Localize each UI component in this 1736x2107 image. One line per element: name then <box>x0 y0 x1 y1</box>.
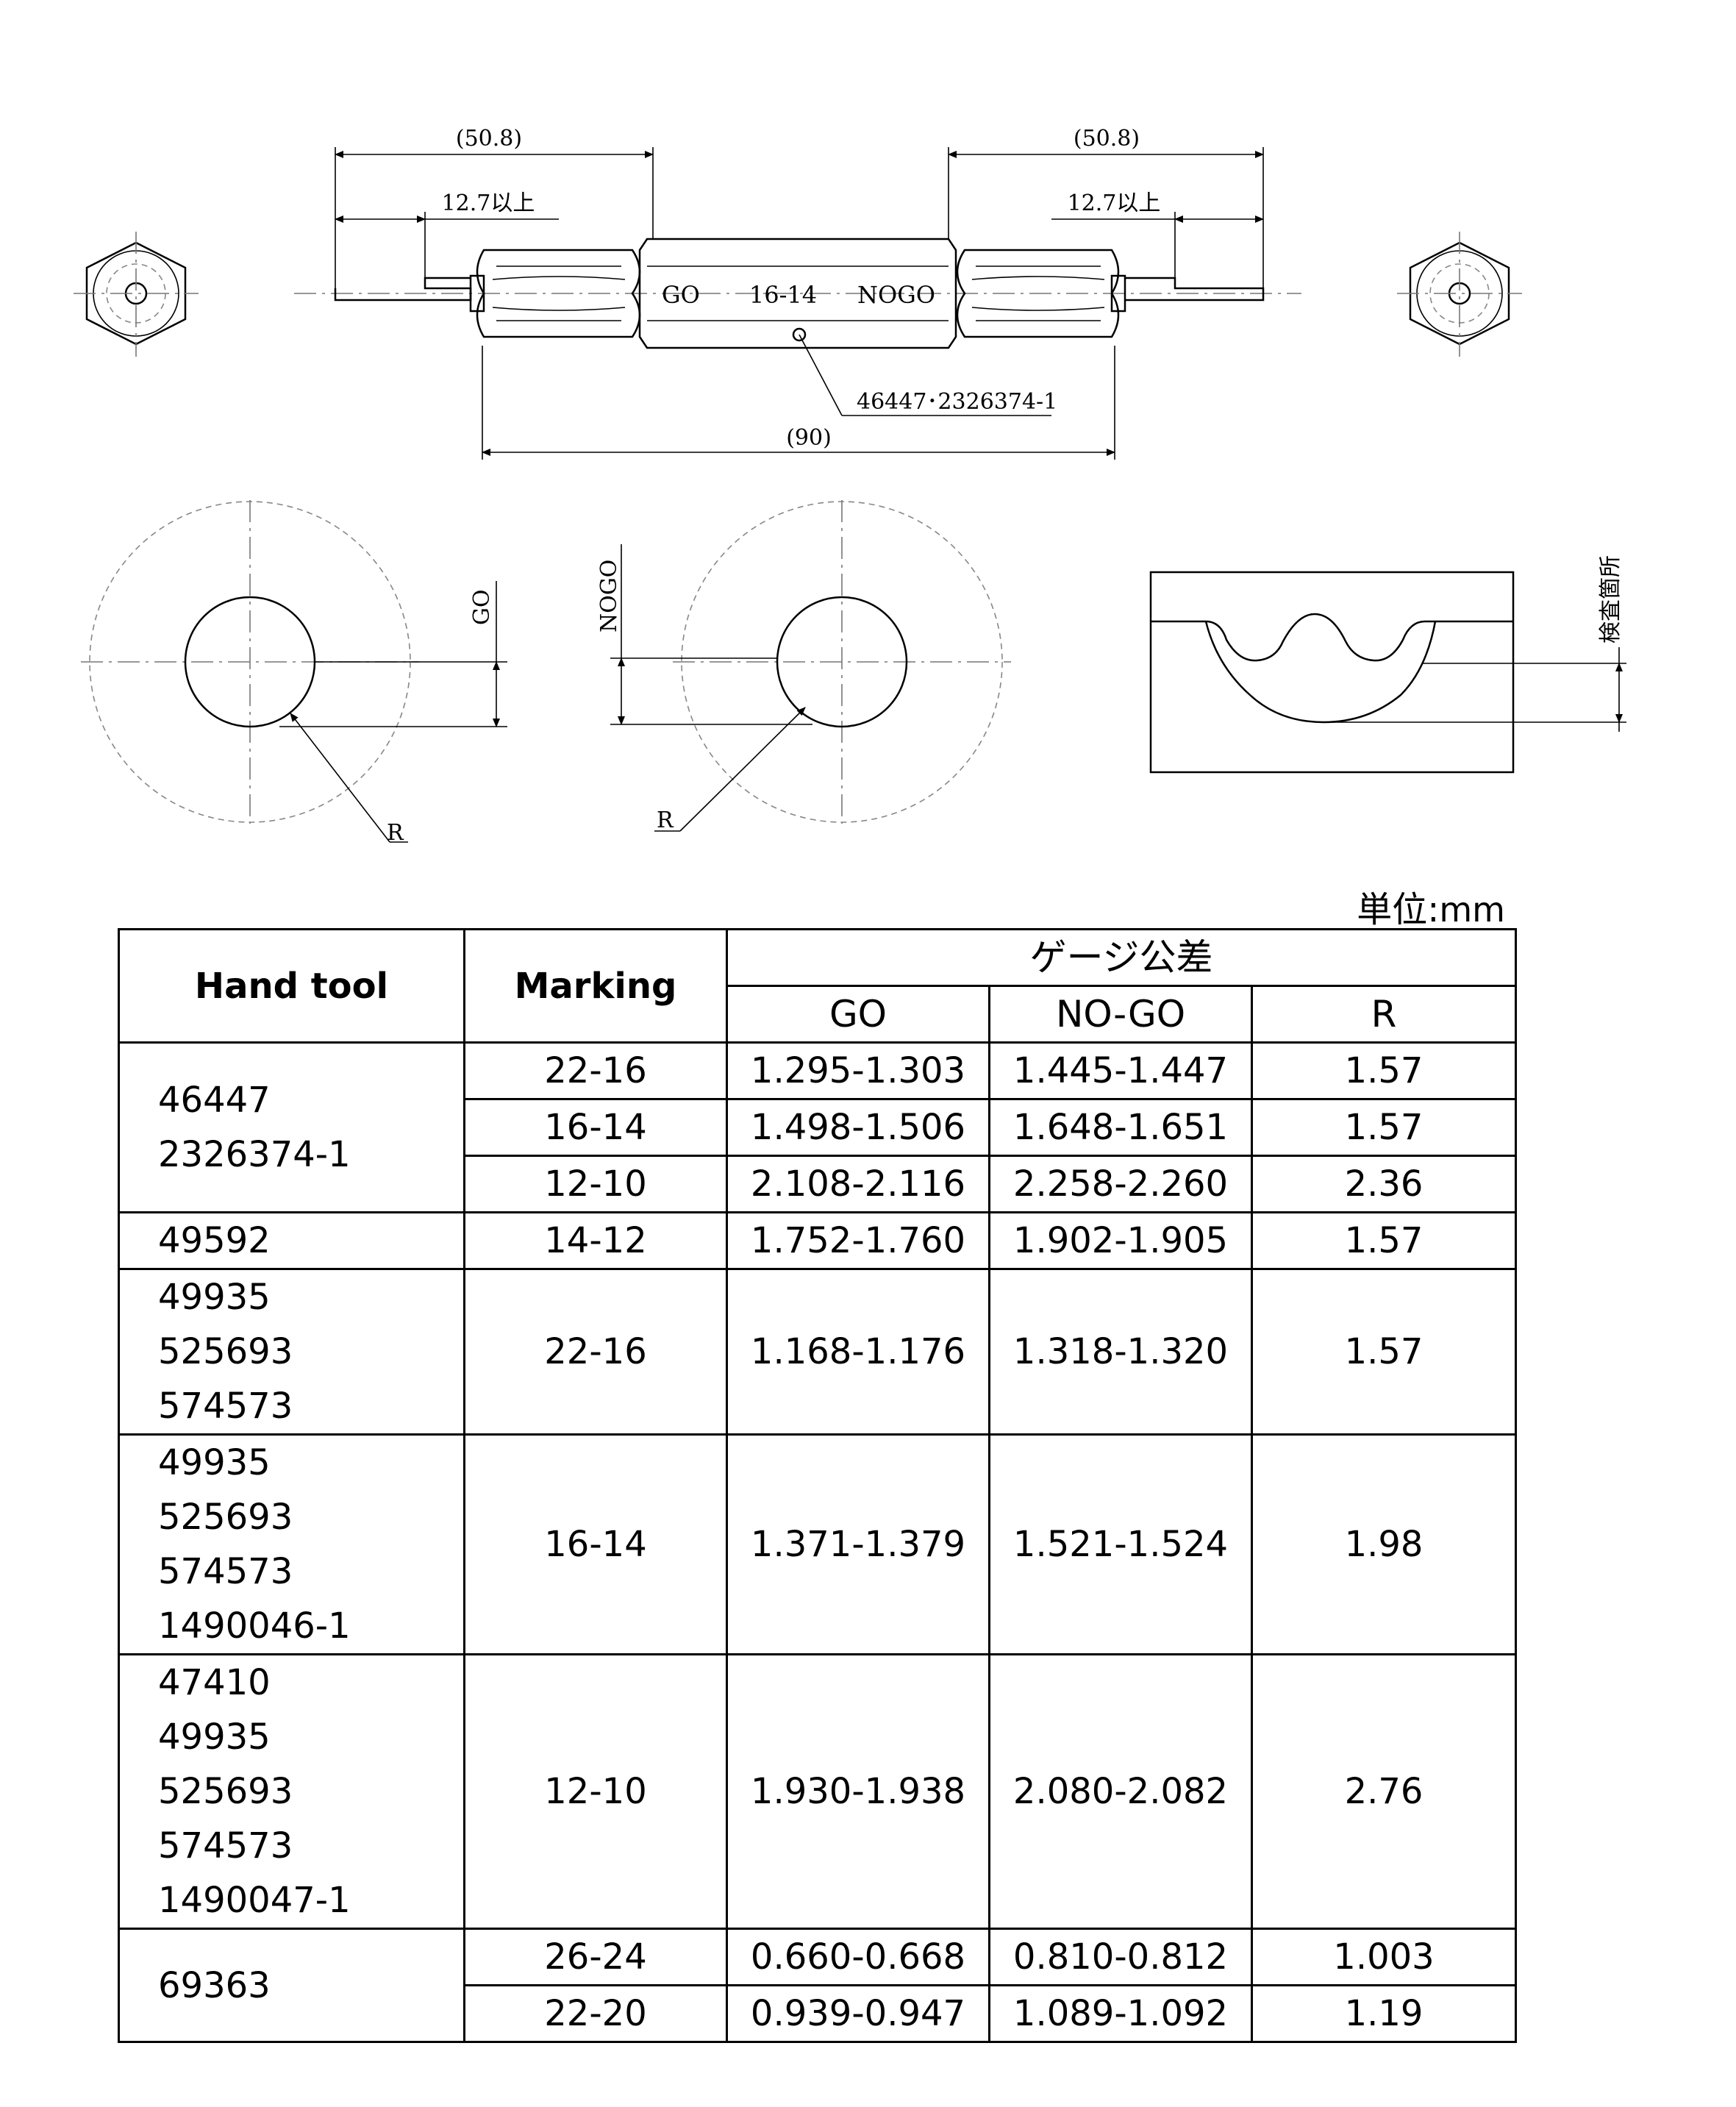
gauge-drawing: GO 16-14 NOGO (50.8) 12.7以上 (50.8) 12.7以… <box>74 126 1626 846</box>
nogo-cell: 1.902-1.905 <box>988 1211 1253 1270</box>
r-cell: 2.36 <box>1251 1155 1517 1213</box>
hand-tool-number: 49935 <box>158 1277 271 1318</box>
go-cell: 0.939-0.947 <box>726 1984 990 2043</box>
dim-right-min: 12.7以上 <box>1068 190 1161 216</box>
hand-tool-number: 1490047-1 <box>158 1880 351 1921</box>
r-cell: 1.19 <box>1251 1984 1517 2043</box>
part-number-label: 46447･2326374-1 <box>857 389 1057 415</box>
dim-left-overall: (50.8) <box>456 126 522 151</box>
marking-cell: 22-16 <box>463 1268 728 1436</box>
hand-tool-number: 574573 <box>158 1551 293 1592</box>
go-cell: 1.752-1.760 <box>726 1211 990 1270</box>
r-cell: 1.57 <box>1251 1268 1517 1436</box>
hand-tool-cell: 46447 2326374-1 <box>118 1041 465 1213</box>
unit-label: 単位:mm <box>1357 880 1505 932</box>
gauge-tolerance-table: Hand tool Marking ゲージ公差 GO NO-GO R 46447… <box>118 928 1517 2043</box>
hand-tool-number: 46447 <box>158 1080 271 1121</box>
hand-tool-cell: 69363 <box>118 1928 465 2043</box>
nogo-cell: 0.810-0.812 <box>988 1928 1253 1986</box>
header-hand-tool: Hand tool <box>118 928 465 1044</box>
nogo-cell: 1.089-1.092 <box>988 1984 1253 2043</box>
hand-tool-number: 525693 <box>158 1771 293 1812</box>
hand-tool-number: 49592 <box>158 1220 271 1261</box>
go-cell: 1.295-1.303 <box>726 1041 990 1100</box>
hand-tool-number: 574573 <box>158 1386 293 1427</box>
nogo-cell: 1.648-1.651 <box>988 1098 1253 1157</box>
go-section-view <box>81 500 507 843</box>
r-cell: 1.57 <box>1251 1041 1517 1100</box>
go-cell: 1.371-1.379 <box>726 1433 990 1655</box>
dim-left-min: 12.7以上 <box>442 190 535 216</box>
right-end-view <box>1397 232 1522 357</box>
go-cell: 1.498-1.506 <box>726 1098 990 1157</box>
hand-tool-number: 49935 <box>158 1442 271 1483</box>
nogo-r-label: R <box>657 807 674 833</box>
nogo-cell: 1.445-1.447 <box>988 1041 1253 1100</box>
marking-cell: 16-14 <box>463 1433 728 1655</box>
size-mark: 16-14 <box>749 281 817 309</box>
hand-tool-number: 49935 <box>158 1716 271 1758</box>
r-cell: 2.76 <box>1251 1653 1517 1930</box>
hand-tool-number: 2326374-1 <box>158 1134 351 1175</box>
inspection-label: 検査箇所 <box>1598 555 1624 643</box>
header-r: R <box>1251 985 1517 1044</box>
nogo-cell: 2.080-2.082 <box>988 1653 1253 1930</box>
nogo-mark: NOGO <box>857 281 935 309</box>
marking-cell: 26-24 <box>463 1928 728 1986</box>
hand-tool-number: 574573 <box>158 1825 293 1867</box>
hand-tool-cell: 49935 525693 574573 <box>118 1268 465 1436</box>
r-cell: 1.57 <box>1251 1098 1517 1157</box>
nogo-cell: 2.258-2.260 <box>988 1155 1253 1213</box>
hand-tool-cell: 49935 525693 574573 1490046-1 <box>118 1433 465 1655</box>
hand-tool-number: 525693 <box>158 1331 293 1372</box>
nogo-cell: 1.521-1.524 <box>988 1433 1253 1655</box>
go-cell: 1.930-1.938 <box>726 1653 990 1930</box>
hand-tool-cell: 49592 <box>118 1211 465 1270</box>
marking-cell: 22-16 <box>463 1041 728 1100</box>
go-cell: 2.108-2.116 <box>726 1155 990 1213</box>
r-cell: 1.003 <box>1251 1928 1517 1986</box>
header-tolerance: ゲージ公差 <box>726 928 1517 987</box>
unit-prefix: 単位: <box>1357 889 1440 930</box>
marking-cell: 12-10 <box>463 1155 728 1213</box>
go-section-label: GO <box>469 589 495 625</box>
marking-cell: 22-20 <box>463 1984 728 2043</box>
dim-right-overall: (50.8) <box>1074 126 1140 151</box>
header-nogo: NO-GO <box>988 985 1253 1044</box>
r-cell: 1.57 <box>1251 1211 1517 1270</box>
marking-cell: 16-14 <box>463 1098 728 1157</box>
go-cell: 0.660-0.668 <box>726 1928 990 1986</box>
nogo-cell: 1.318-1.320 <box>988 1268 1253 1436</box>
go-r-label: R <box>387 820 404 846</box>
go-mark: GO <box>662 281 700 309</box>
header-go: GO <box>726 985 990 1044</box>
nogo-section-label: NOGO <box>596 560 622 632</box>
hand-tool-number: 525693 <box>158 1497 293 1538</box>
hand-tool-number: 69363 <box>158 1964 271 2006</box>
hand-tool-cell: 47410 49935 525693 574573 1490047-1 <box>118 1653 465 1930</box>
nogo-section-view <box>610 500 1011 832</box>
header-marking: Marking <box>463 928 728 1044</box>
hand-tool-number: 47410 <box>158 1662 271 1703</box>
dim-total: (90) <box>786 425 832 451</box>
dimension-lines <box>335 147 1264 460</box>
marking-cell: 14-12 <box>463 1211 728 1270</box>
r-cell: 1.98 <box>1251 1433 1517 1655</box>
go-cell: 1.168-1.176 <box>726 1268 990 1436</box>
unit-mm: mm <box>1439 890 1505 930</box>
inspection-view <box>1149 571 1626 774</box>
hand-tool-number: 1490046-1 <box>158 1605 351 1647</box>
left-end-view <box>74 232 199 357</box>
marking-cell: 12-10 <box>463 1653 728 1930</box>
